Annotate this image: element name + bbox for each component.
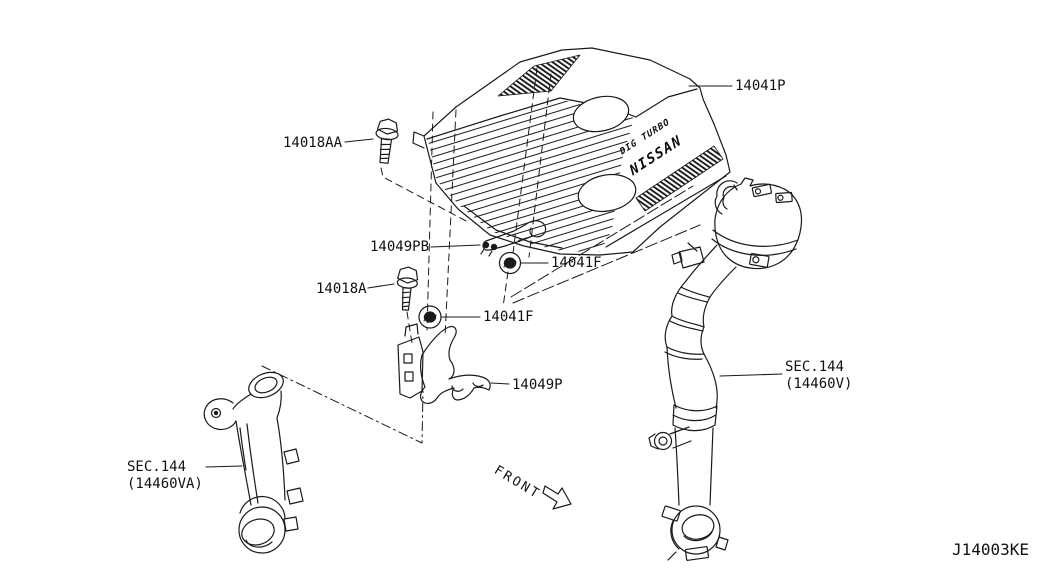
part-label-14049P[interactable]: 14049P xyxy=(512,377,563,393)
part-label-14049PB[interactable]: 14049PB xyxy=(370,239,430,255)
section-ref-line1: SEC.144 xyxy=(127,459,187,475)
cover-hole-bottom xyxy=(577,173,637,213)
cover-edge-hatch xyxy=(635,145,724,212)
air-duct-lower xyxy=(203,371,304,554)
section-ref-line2: (14460V) xyxy=(785,376,853,392)
grommet-14041F-lower xyxy=(418,305,442,329)
part-label-14041P[interactable]: 14041P xyxy=(735,78,786,94)
part-label-14041F-lower[interactable]: 14041F xyxy=(483,309,534,325)
bracket-14049P xyxy=(397,323,491,404)
assembly-centerlines xyxy=(261,67,701,444)
part-label-14041F-upper[interactable]: 14041F xyxy=(551,255,602,271)
bolt-14018AA xyxy=(375,118,399,164)
section-ref-line2: (14460VA) xyxy=(127,476,203,492)
part-label-14018AA[interactable]: 14018AA xyxy=(283,135,343,151)
diagram-code: J14003KE xyxy=(952,540,1030,559)
cover-top-hatch xyxy=(497,54,581,97)
front-arrow-icon xyxy=(542,485,572,510)
part-label-14018A[interactable]: 14018A xyxy=(316,281,367,297)
clip-14049PB xyxy=(480,220,547,257)
section-ref-14460V[interactable]: SEC.144 (14460V) xyxy=(785,359,852,393)
engine-cover xyxy=(412,47,731,256)
section-ref-14460VA[interactable]: SEC.144 (14460VA) xyxy=(127,459,203,493)
cover-hole-top xyxy=(572,95,630,133)
section-ref-line1: SEC.144 xyxy=(785,359,845,375)
grommet-14041F-upper xyxy=(498,251,522,275)
air-duct-inlet xyxy=(648,177,803,561)
leader-lines xyxy=(205,85,783,468)
bolt-14018A xyxy=(396,266,419,311)
